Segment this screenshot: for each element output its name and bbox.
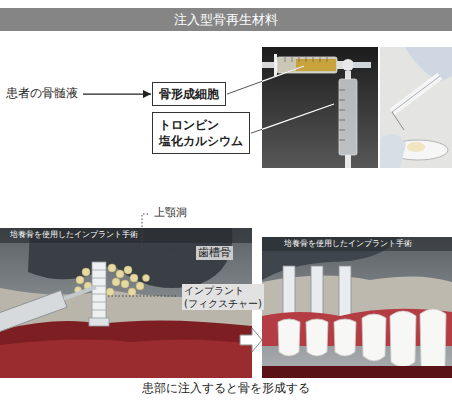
result-illustration-part-part xyxy=(362,314,386,361)
surgery-illustration-part-part xyxy=(106,288,114,296)
leader-line xyxy=(251,104,334,133)
syringe-photo-part-part xyxy=(342,59,354,71)
part-label: 歯槽骨 xyxy=(196,246,233,260)
component-box: 骨形成細胞 xyxy=(152,82,226,106)
result-illustration-part-part xyxy=(278,319,300,356)
dotted-leaders-part xyxy=(150,254,192,255)
part-label: 上顎洞 xyxy=(152,206,189,220)
syringe-photo-part-part xyxy=(339,79,357,155)
result-illustration-part xyxy=(262,366,452,378)
hand-photo-part xyxy=(380,47,452,168)
surgery-illustration-part-part xyxy=(130,274,138,282)
leader-line xyxy=(262,104,334,129)
surgery-illustration-part-part xyxy=(0,290,67,334)
result-illustration-part-part xyxy=(306,319,328,356)
hand-photo xyxy=(380,47,452,168)
syringe-photo-part-part xyxy=(339,90,345,140)
surgery-illustration-part-part xyxy=(128,288,136,296)
dotted-leaders-part xyxy=(142,214,148,252)
title-band: 注入型骨再生材料 xyxy=(0,8,452,31)
result-illustration xyxy=(262,237,452,378)
dotted-leaders-part xyxy=(108,296,178,297)
hand-photo-part-part xyxy=(405,47,452,82)
surgery-illustration-part xyxy=(0,339,252,378)
syringe-photo-part-part xyxy=(345,155,351,168)
leader-line xyxy=(227,66,304,94)
hand-photo-part-part xyxy=(392,76,440,112)
surgery-illustration-part xyxy=(92,270,106,310)
source-text: 患者の骨髄液 xyxy=(4,85,80,101)
surgery-illustration-part-part xyxy=(76,276,84,284)
syringe-photo-part-part xyxy=(277,57,337,73)
surgery-illustration-part-part xyxy=(63,285,96,300)
part-label: インプラント (フィクスチャー) xyxy=(182,284,264,310)
surgery-illustration-part-part xyxy=(112,278,120,286)
title-text: 注入型骨再生材料 xyxy=(174,11,278,29)
result-illustration-part-part xyxy=(334,319,356,356)
surgery-illustration-part-part xyxy=(136,282,144,290)
surgery-illustration-part xyxy=(89,318,109,326)
node-text: トロンビン 塩化カルシウム xyxy=(159,117,243,149)
surgery-illustration-part-part xyxy=(116,270,124,278)
node-text: 骨形成細胞 xyxy=(159,86,219,102)
surgery-illustration-part-part xyxy=(124,266,132,274)
syringe-photo-part-part xyxy=(353,62,371,68)
hand-photo-part-part xyxy=(392,76,440,112)
syringe-photo-part-part xyxy=(296,59,336,71)
surgery-illustration-part-part xyxy=(121,280,129,288)
surgery-illustration-part xyxy=(0,279,99,334)
result-illustration-part-part xyxy=(420,309,446,371)
hand-photo-part xyxy=(380,47,452,168)
dotted-leaders xyxy=(108,214,192,296)
caption-text: 患部に注入すると骨を形成する xyxy=(0,380,452,397)
hand-photo-part-part xyxy=(380,134,406,168)
node-text: 患者の骨髄液 xyxy=(6,85,78,101)
flow-arrow xyxy=(83,93,151,94)
syringe-photo-part xyxy=(262,54,371,168)
syringe-photo xyxy=(262,47,378,168)
surgery-illustration-part xyxy=(0,228,252,243)
result-illustration-part xyxy=(262,237,452,378)
component-box: トロンビン 塩化カルシウム xyxy=(152,112,250,154)
leader-line xyxy=(262,66,304,81)
syringe-photo-part-part xyxy=(262,62,276,68)
transition-arrow xyxy=(240,328,262,352)
illustration-title: 培養骨を使用したインプラント手術 xyxy=(8,230,140,240)
result-illustration-part xyxy=(278,309,446,371)
hand-photo-part-part xyxy=(407,142,425,152)
syringe-photo-part-part xyxy=(345,71,351,79)
result-illustration-part xyxy=(262,237,452,251)
syringe-photo-part-part xyxy=(274,54,277,76)
surgery-illustration-part xyxy=(0,320,252,378)
illustration-title: 培養骨を使用したインプラント手術 xyxy=(282,239,414,249)
hand-photo-part-part xyxy=(392,112,404,130)
surgery-illustration-part xyxy=(92,262,106,320)
surgery-illustration-part-part xyxy=(108,264,116,272)
syringe-photo-part xyxy=(262,47,378,168)
surgery-illustration-part-part xyxy=(82,268,90,276)
result-illustration-part-part xyxy=(390,311,416,367)
surgery-illustration-part-part xyxy=(143,275,150,282)
syringe-photo-part-part xyxy=(285,57,327,62)
